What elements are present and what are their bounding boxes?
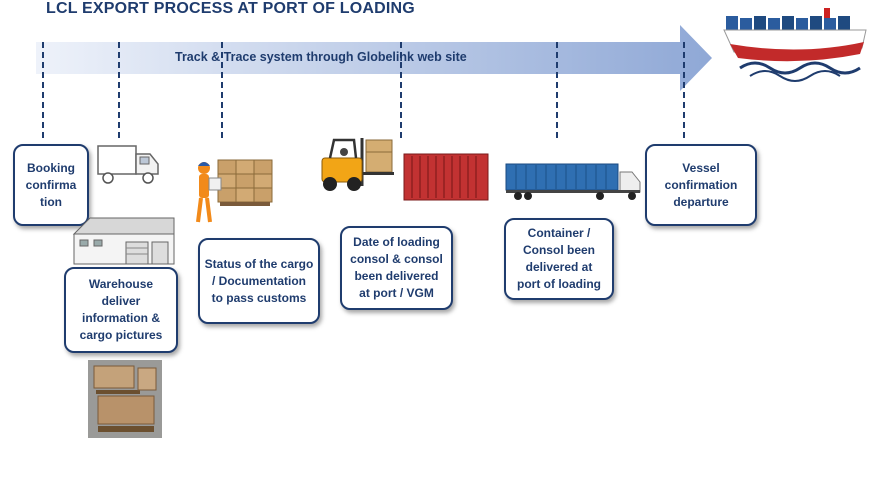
step-warehouse-deliver: Warehouse deliver information & cargo pi… (64, 267, 178, 353)
milestone-line (118, 42, 120, 138)
step-date-of-loading: Date of loading consol & consol been del… (340, 226, 453, 310)
timeline-label: Track & Trace system through Globelink w… (175, 50, 467, 64)
worker-with-boxes-icon (196, 159, 273, 223)
container-truck-icon (505, 163, 641, 200)
red-container-icon (403, 153, 489, 201)
step-booking-confirmation: Booking confirma tion (13, 144, 89, 226)
step-container-delivered: Container / Consol been delivered at por… (504, 218, 614, 300)
milestone-line (400, 42, 402, 138)
forklift-icon (321, 138, 394, 191)
milestone-line (556, 42, 558, 138)
truck-icon (97, 145, 159, 184)
cargo-pallet-photo (88, 360, 162, 438)
milestone-line (42, 42, 44, 138)
step-cargo-status: Status of the cargo / Documentation to p… (198, 238, 320, 324)
milestone-line (221, 42, 223, 138)
page-title: LCL EXPORT PROCESS AT PORT OF LOADING (46, 0, 415, 17)
cargo-ship-icon (723, 8, 867, 82)
warehouse-icon (72, 217, 175, 265)
milestone-line (683, 42, 685, 138)
step-vessel-departure: Vessel confirmation departure (645, 144, 757, 226)
